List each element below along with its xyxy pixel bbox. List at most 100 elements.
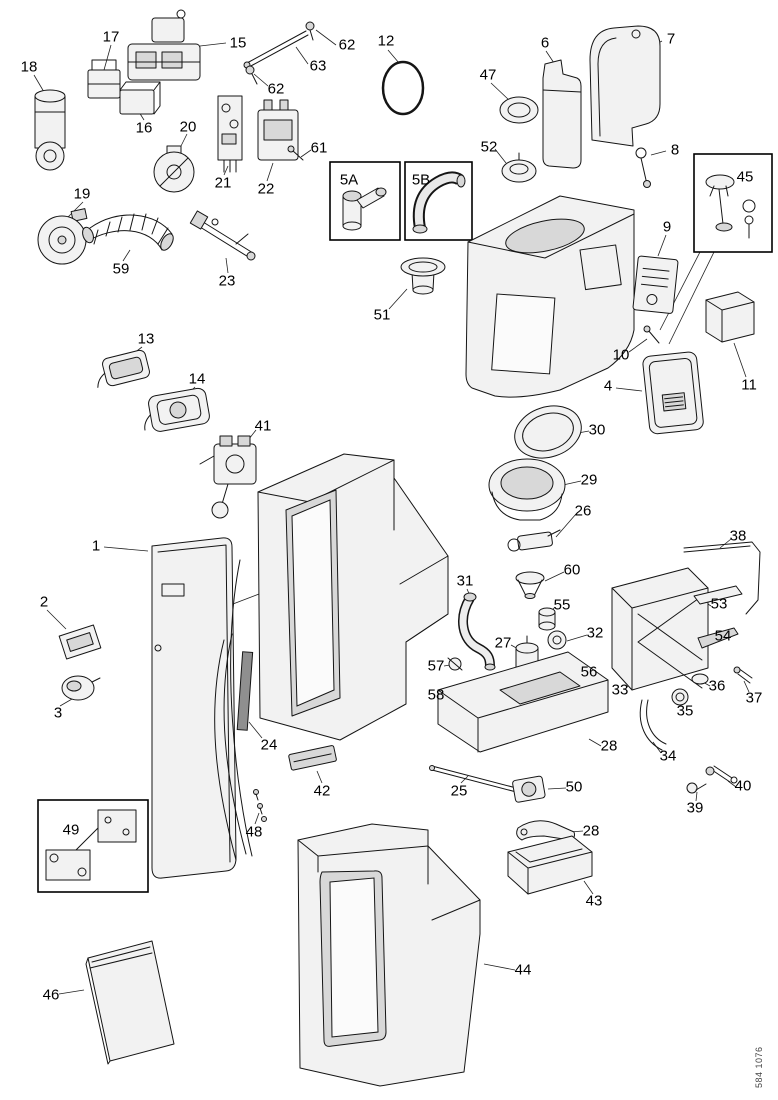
callout-57: 57 bbox=[427, 657, 445, 675]
part-50-bracket bbox=[512, 775, 546, 803]
callout-32: 32 bbox=[586, 624, 604, 642]
callout-40: 40 bbox=[734, 777, 752, 795]
callout-9: 9 bbox=[662, 218, 672, 236]
part-17-valve bbox=[87, 59, 121, 99]
callout-54: 54 bbox=[714, 627, 732, 645]
callout-47: 47 bbox=[479, 66, 497, 84]
callout-17: 17 bbox=[102, 28, 120, 46]
callout-62: 62 bbox=[338, 36, 356, 54]
callout-34: 34 bbox=[659, 747, 677, 765]
part-60-funnel bbox=[515, 571, 545, 599]
part-11-box bbox=[705, 291, 755, 343]
callout-48: 48 bbox=[245, 823, 263, 841]
callout-14: 14 bbox=[188, 370, 206, 388]
callout-20: 20 bbox=[179, 118, 197, 136]
callout-4: 4 bbox=[603, 377, 613, 395]
callout-27: 27 bbox=[494, 634, 512, 652]
part-3-grommet bbox=[61, 675, 101, 701]
callout-51: 51 bbox=[373, 306, 391, 324]
part-25-slide-rail bbox=[429, 765, 527, 795]
callout-24: 24 bbox=[260, 736, 278, 754]
callout-63: 63 bbox=[309, 57, 327, 75]
part-13-bracket bbox=[97, 349, 150, 388]
part-38-wire-frame bbox=[683, 541, 761, 615]
callout-41: 41 bbox=[254, 417, 272, 435]
callout-22: 22 bbox=[257, 180, 275, 198]
part-62-screw-second bbox=[245, 65, 258, 85]
part-44-lower-housing bbox=[297, 823, 481, 1087]
callout-49: 49 bbox=[62, 821, 80, 839]
callout-5a: 5A bbox=[339, 171, 359, 189]
callout-62-2: 62 bbox=[267, 80, 285, 98]
callout-3: 3 bbox=[53, 704, 63, 722]
callout-13: 13 bbox=[137, 330, 155, 348]
callout-2: 2 bbox=[39, 593, 49, 611]
part-18-pump bbox=[34, 89, 66, 171]
part-20-motor bbox=[153, 145, 195, 193]
callout-16: 16 bbox=[135, 119, 153, 137]
part-8-hinge-pin bbox=[635, 147, 651, 188]
part-32-ring bbox=[547, 630, 567, 650]
callout-8: 8 bbox=[670, 141, 680, 159]
callout-61: 61 bbox=[310, 139, 328, 157]
callout-52: 52 bbox=[480, 138, 498, 156]
part-6-water-container bbox=[542, 59, 582, 169]
callout-1: 1 bbox=[91, 537, 101, 555]
callout-5b: 5B bbox=[411, 171, 431, 189]
callout-37: 37 bbox=[745, 689, 763, 707]
part-47-fill-lid bbox=[499, 96, 539, 124]
part-19-fan-housing bbox=[37, 208, 88, 265]
part-36-seal bbox=[691, 673, 709, 685]
part-1-floor-plate bbox=[151, 537, 237, 879]
part-33-cassette-tank bbox=[611, 567, 709, 691]
part-12-seal-ring bbox=[381, 60, 425, 116]
callout-60: 60 bbox=[563, 561, 581, 579]
callout-28: 28 bbox=[600, 737, 618, 755]
callout-10: 10 bbox=[612, 346, 630, 364]
figure-number: 584 1076 bbox=[754, 1046, 764, 1088]
callout-42: 42 bbox=[313, 782, 331, 800]
part-61-screw bbox=[287, 145, 304, 161]
part-15-valve-block bbox=[127, 9, 201, 81]
callout-30: 30 bbox=[588, 421, 606, 439]
part-2-clip-frame bbox=[58, 624, 102, 660]
callout-56: 56 bbox=[580, 663, 598, 681]
callout-15: 15 bbox=[229, 34, 247, 52]
callout-29: 29 bbox=[580, 471, 598, 489]
part-42-label-plate bbox=[288, 745, 337, 771]
part-35-cap bbox=[671, 688, 689, 706]
part-base-tray bbox=[437, 651, 609, 753]
part-14-pump-module bbox=[144, 387, 210, 432]
part-23-tube-assembly bbox=[189, 210, 256, 261]
part-16-relay bbox=[119, 81, 161, 115]
part-main-housing bbox=[257, 453, 449, 741]
part-39-bolt bbox=[686, 782, 707, 794]
part-59-corrugated-hose bbox=[82, 213, 174, 251]
callout-19: 19 bbox=[73, 185, 91, 203]
callout-58: 58 bbox=[427, 686, 445, 704]
part-30-seat-lid bbox=[514, 405, 582, 459]
callout-31: 31 bbox=[456, 572, 474, 590]
part-46-manual bbox=[85, 940, 175, 1065]
part-49-mounting-kit-box bbox=[37, 799, 149, 893]
part-31-vent-hose bbox=[458, 592, 496, 671]
part-40-screw bbox=[705, 765, 738, 784]
part-45-knob-box bbox=[693, 153, 773, 253]
part-34-spout-tube bbox=[639, 699, 667, 751]
callout-28-2: 28 bbox=[582, 822, 600, 840]
part-55-fitting bbox=[538, 607, 556, 631]
part-43-drawer bbox=[507, 835, 593, 895]
part-10-screw bbox=[643, 325, 660, 344]
part-63-rod bbox=[243, 30, 309, 69]
callout-55: 55 bbox=[553, 596, 571, 614]
part-bench-unit bbox=[465, 195, 635, 398]
part-7-side-cover bbox=[589, 25, 661, 147]
callout-59: 59 bbox=[112, 260, 130, 278]
callout-7: 7 bbox=[666, 30, 676, 48]
callout-12: 12 bbox=[377, 32, 395, 50]
part-57-wingnut bbox=[447, 657, 463, 671]
part-24-strip bbox=[236, 651, 254, 731]
callout-18: 18 bbox=[20, 58, 38, 76]
part-41-valve-mechanism bbox=[199, 435, 257, 519]
part-5a-box bbox=[329, 161, 401, 241]
